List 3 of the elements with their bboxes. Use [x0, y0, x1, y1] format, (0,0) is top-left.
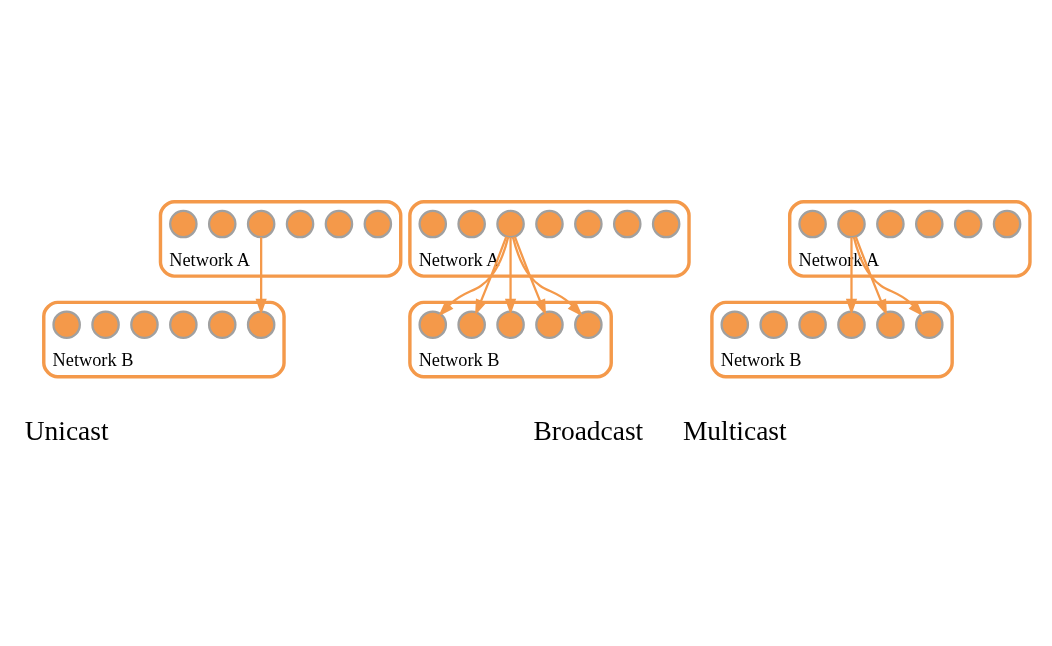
label: Broadcast: [533, 415, 644, 446]
label: Multicast: [682, 415, 787, 446]
label: Unicast: [24, 415, 109, 446]
